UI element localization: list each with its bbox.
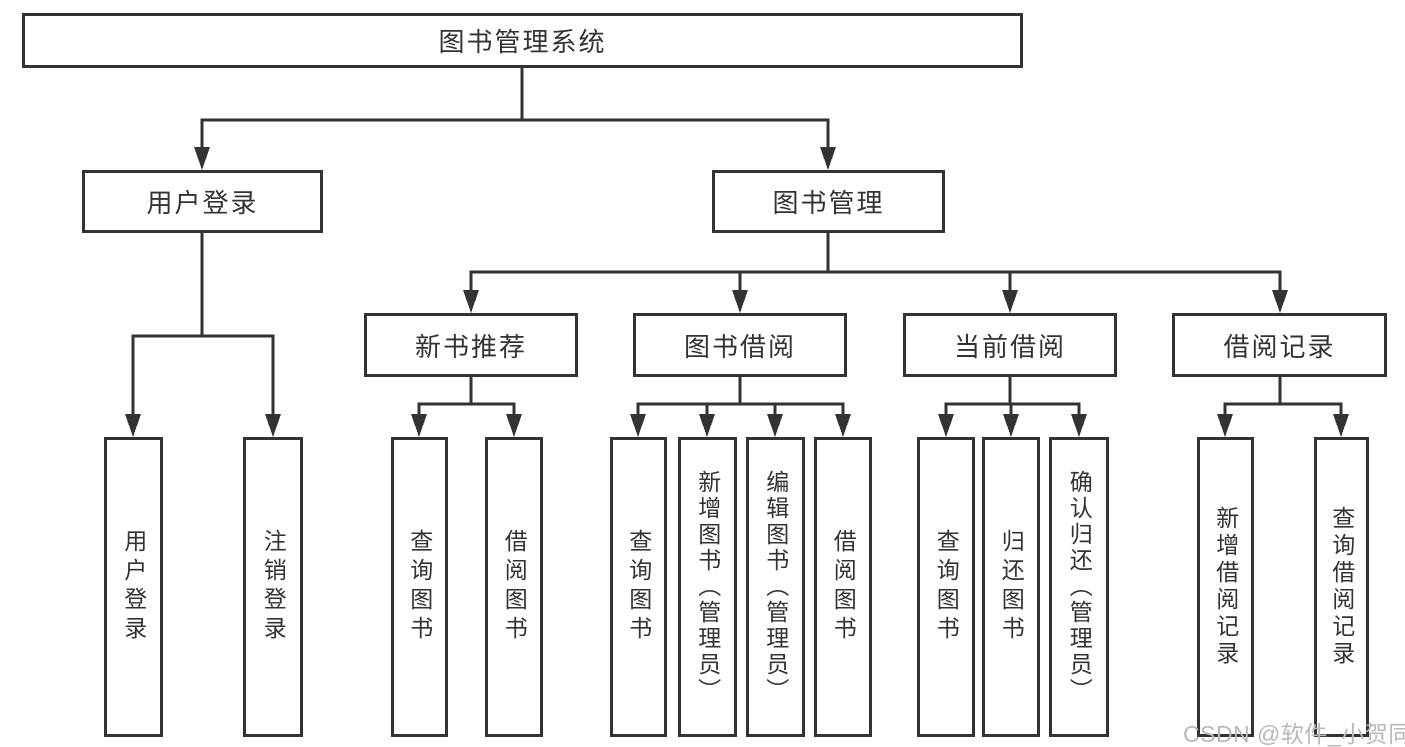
connector-book-borrow-children xyxy=(636,377,845,417)
arrowhead-current-borrow xyxy=(1002,290,1018,313)
arrowhead-leaf-user-login xyxy=(125,414,141,437)
leaf-cur-confirm-return-admin: 确认归还（管理员） xyxy=(1049,437,1109,737)
arrowhead-bb-add-books xyxy=(699,414,715,437)
leaf-br-add-record: 新增借阅记录 xyxy=(1197,437,1254,737)
arrowhead-br-query-record xyxy=(1333,414,1349,437)
arrowhead-rec-borrow-books xyxy=(506,414,522,437)
arrowhead-cur-query-books xyxy=(938,414,954,437)
connector-root-to-level1 xyxy=(200,68,830,150)
leaf-rec-borrow-books: 借阅图书 xyxy=(485,437,543,737)
arrowhead-cur-confirm-return xyxy=(1071,414,1087,437)
leaf-br-query-record: 查询借阅记录 xyxy=(1314,437,1369,737)
node-user-login-group: 用户登录 xyxy=(82,170,323,233)
connector-borrow-records-children xyxy=(1223,377,1343,417)
arrowhead-borrow-records xyxy=(1272,290,1288,313)
leaf-user-login: 用户登录 xyxy=(104,437,163,737)
arrowhead-rec-query-books xyxy=(411,414,427,437)
node-borrowing-records: 借阅记录 xyxy=(1172,313,1387,377)
connector-new-book-rec-children xyxy=(417,377,516,417)
node-current-borrowing: 当前借阅 xyxy=(903,313,1117,377)
connector-book-mgmt-children xyxy=(469,233,1282,293)
node-new-book-recommendation: 新书推荐 xyxy=(364,313,578,377)
node-book-borrowing: 图书借阅 xyxy=(633,313,847,377)
connector-user-login-children xyxy=(131,233,275,417)
leaf-bb-borrow-books: 借阅图书 xyxy=(814,437,872,737)
arrowhead-book-borrow xyxy=(732,290,748,313)
arrowhead-bb-query-books xyxy=(630,414,646,437)
leaf-bb-edit-books-admin: 编辑图书（管理员） xyxy=(746,437,805,737)
csdn-watermark: CSDN @软件_小贺同学 xyxy=(1183,721,1405,747)
arrowhead-cur-return-books xyxy=(1003,414,1019,437)
arrowhead-leaf-logout xyxy=(265,414,281,437)
leaf-rec-query-books: 查询图书 xyxy=(391,437,448,737)
node-library-system-root: 图书管理系统 xyxy=(22,13,1023,68)
node-book-management: 图书管理 xyxy=(712,170,945,233)
arrowhead-user-login-group xyxy=(194,147,210,170)
connector-current-borrow-children xyxy=(944,377,1081,417)
arrowhead-book-mgmt xyxy=(820,147,836,170)
arrowhead-bb-borrow-books xyxy=(835,414,851,437)
arrowhead-new-book-rec xyxy=(463,290,479,313)
arrowhead-br-add-record xyxy=(1217,414,1233,437)
arrowhead-bb-edit-books xyxy=(767,414,783,437)
leaf-bb-add-books-admin: 新增图书（管理员） xyxy=(678,437,737,737)
leaf-cur-return-books: 归还图书 xyxy=(982,437,1040,737)
leaf-cur-query-books: 查询图书 xyxy=(917,437,975,737)
leaf-bb-query-books: 查询图书 xyxy=(610,437,667,737)
leaf-logout: 注销登录 xyxy=(243,437,303,737)
